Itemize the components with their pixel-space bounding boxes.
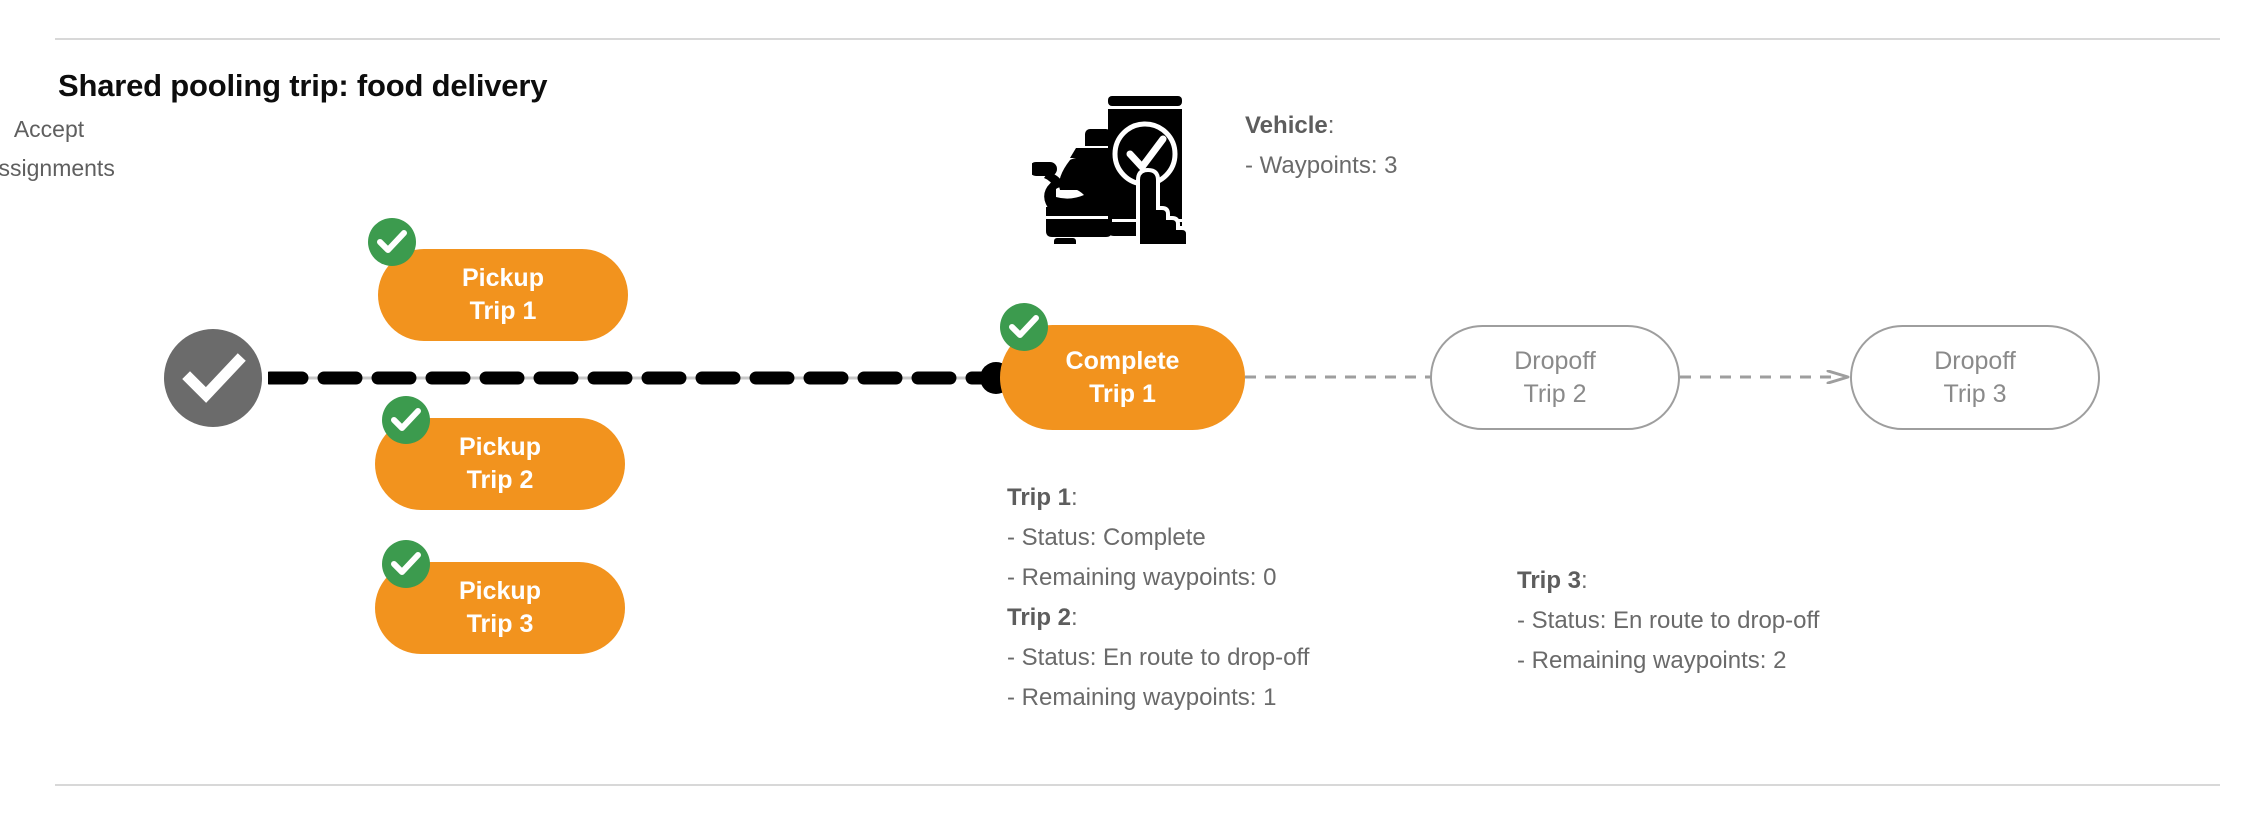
vehicle-heading-suffix: :: [1327, 112, 1335, 139]
dropoff-trip-3-line-1: Dropoff: [1934, 346, 2016, 375]
vehicle-waypoints-row: - Waypoints: 3: [1245, 152, 1398, 179]
dropoff-trip-2-line-2: Trip 2: [1523, 379, 1587, 408]
trip-2-heading-suffix: :: [1071, 604, 1078, 631]
check-badge-icon: [382, 396, 430, 444]
top-divider: [55, 38, 2220, 40]
accept-label-line-1: Accept: [13, 116, 85, 142]
pickup-trip-1-line-2: Trip 1: [469, 297, 537, 325]
check-circle-icon: [164, 329, 262, 427]
assignments-to-complete-connector: [263, 371, 1003, 385]
vehicle-heading-text: Vehicle: [1245, 112, 1328, 139]
dropoff2-to-dropoff3-connector: [1680, 369, 1855, 385]
complete-trip-1-line-2: Trip 1: [1089, 379, 1156, 408]
pickup-trip-1-line-1: Pickup: [462, 264, 544, 292]
car-phone-check-icon: [1029, 84, 1192, 266]
dropoff-trip-2-line-1: Dropoff: [1514, 346, 1596, 375]
pickup-trip-1-node[interactable]: Pickup Trip 1: [378, 249, 628, 341]
check-badge-icon: [368, 218, 416, 266]
pickup-trip-3-line-2: Trip 3: [466, 610, 534, 638]
trip-1-status-row: - Status: Complete: [1007, 524, 1206, 551]
trip-3-remaining-row: - Remaining waypoints: 2: [1517, 647, 1787, 674]
check-badge-icon: [1000, 303, 1048, 351]
bottom-divider: [55, 784, 2220, 786]
accept-label-line-2: Assignments: [0, 155, 115, 181]
trip-2-status-row: - Status: En route to drop-off: [1007, 644, 1310, 671]
trip-1-remaining-row: - Remaining waypoints: 0: [1007, 564, 1277, 591]
page-title: Shared pooling trip: food delivery: [58, 68, 548, 103]
complete1-to-dropoff2-connector: [1245, 370, 1435, 384]
dropoff-trip-3-line-2: Trip 3: [1943, 379, 2007, 408]
trip-3-heading-suffix: :: [1581, 567, 1588, 594]
vehicle-info-heading: Vehicle:: [1245, 106, 1398, 146]
complete-trip-1-line-1: Complete: [1065, 346, 1180, 375]
pickup-trip-2-line-2: Trip 2: [466, 466, 534, 494]
accept-assignments-node[interactable]: [164, 329, 262, 427]
dropoff-trip-2-node[interactable]: Dropoff Trip 2: [1430, 325, 1680, 430]
trip-3-heading-text: Trip 3: [1517, 567, 1582, 594]
pickup-trip-2-line-1: Pickup: [459, 433, 541, 461]
trip-1-heading-text: Trip 1: [1007, 484, 1072, 511]
trip-3-heading: Trip 3:: [1517, 561, 1819, 601]
trip-2-remaining-row: - Remaining waypoints: 1: [1007, 684, 1277, 711]
check-badge-icon: [382, 540, 430, 588]
trip-3-status-row: - Status: En route to drop-off: [1517, 607, 1820, 634]
trip-2-heading: Trip 2:: [1007, 598, 1309, 638]
trip-1-heading: Trip 1:: [1007, 478, 1309, 518]
trip-2-heading-text: Trip 2: [1007, 604, 1072, 631]
complete-trip-1-node[interactable]: Complete Trip 1: [1000, 325, 1245, 430]
pickup-trip-3-line-1: Pickup: [459, 577, 541, 605]
dropoff-trip-3-node[interactable]: Dropoff Trip 3: [1850, 325, 2100, 430]
trip-1-heading-suffix: :: [1071, 484, 1078, 511]
trip-1-2-info-block: Trip 1: - Status: Complete - Remaining w…: [1007, 478, 1309, 718]
trip-3-info-block: Trip 3: - Status: En route to drop-off -…: [1517, 561, 1819, 681]
accept-assignments-label: Accept Assignments: [0, 110, 164, 188]
vehicle-info-block: Vehicle: - Waypoints: 3: [1245, 106, 1398, 186]
